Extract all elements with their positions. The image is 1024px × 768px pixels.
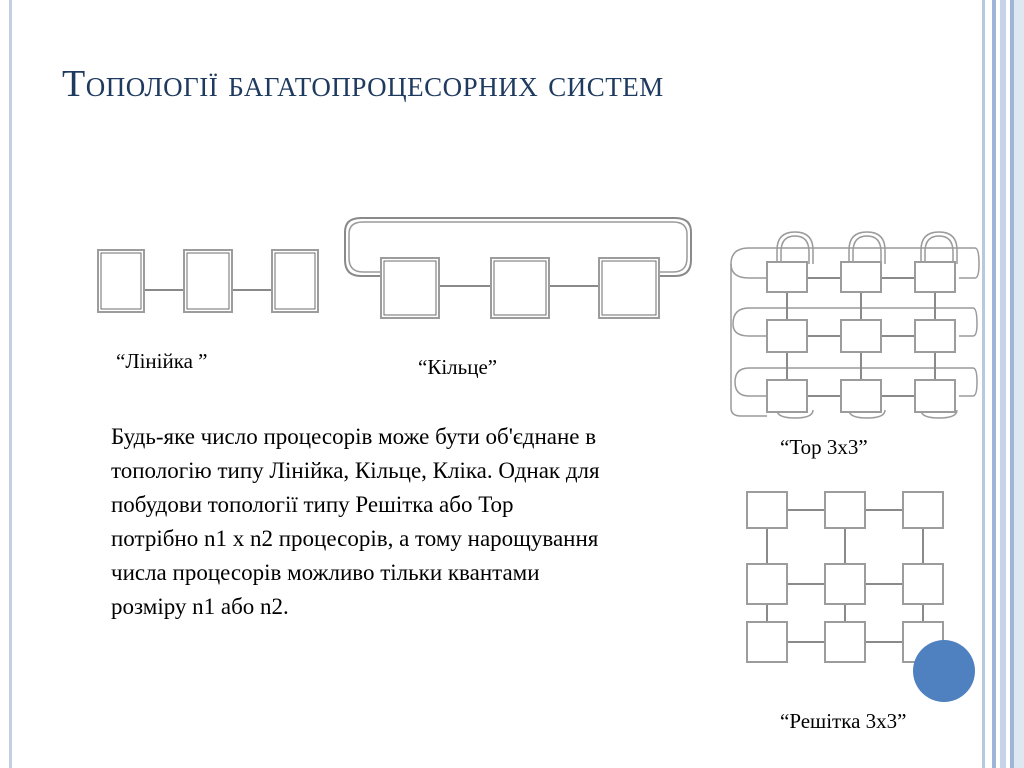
torus-topology-caption: “Тор 3x3” <box>780 435 868 459</box>
body-paragraph: Будь-яке число процесорів може бути об'є… <box>111 424 600 619</box>
torus-node-1-2 <box>840 261 882 293</box>
mesh-node-1-2 <box>824 491 866 529</box>
mesh-node-1-3 <box>902 491 944 529</box>
ring-topology-caption: “Кільце” <box>418 355 498 379</box>
mesh-topology-caption: “Решітка 3x3” <box>780 709 907 733</box>
torus-node-3-3 <box>914 379 956 413</box>
mesh-node-3-2 <box>824 621 866 663</box>
left-frame-line <box>9 0 12 768</box>
mesh-node-2-2 <box>824 563 866 605</box>
mesh-node-1-1 <box>746 491 788 529</box>
line-topology-diagram <box>97 249 319 313</box>
ring-node-1 <box>380 257 440 319</box>
mesh-node-2-1 <box>746 563 788 605</box>
accent-circle <box>913 640 975 702</box>
right-decorative-stripes <box>978 0 1024 768</box>
torus-node-1-1 <box>766 261 808 293</box>
line-node-1 <box>97 249 145 313</box>
slide-title: Топології багатопроцесорних систем <box>62 63 664 105</box>
line-node-2 <box>183 249 233 313</box>
torus-topology-diagram <box>730 231 980 419</box>
line-node-3 <box>271 249 319 313</box>
torus-node-2-1 <box>766 319 808 353</box>
torus-node-2-3 <box>914 319 956 353</box>
torus-node-3-2 <box>840 379 882 413</box>
torus-node-3-1 <box>766 379 808 413</box>
mesh-node-3-1 <box>746 621 788 663</box>
torus-node-2-2 <box>840 319 882 353</box>
ring-node-2 <box>490 257 550 319</box>
torus-node-1-3 <box>914 261 956 293</box>
mesh-node-2-3 <box>902 563 944 605</box>
line-topology-caption: “Лінійка ” <box>116 349 208 373</box>
ring-loop <box>344 217 692 277</box>
ring-node-3 <box>598 257 660 319</box>
ring-topology-diagram <box>344 217 692 319</box>
mesh-topology-diagram <box>746 491 944 663</box>
